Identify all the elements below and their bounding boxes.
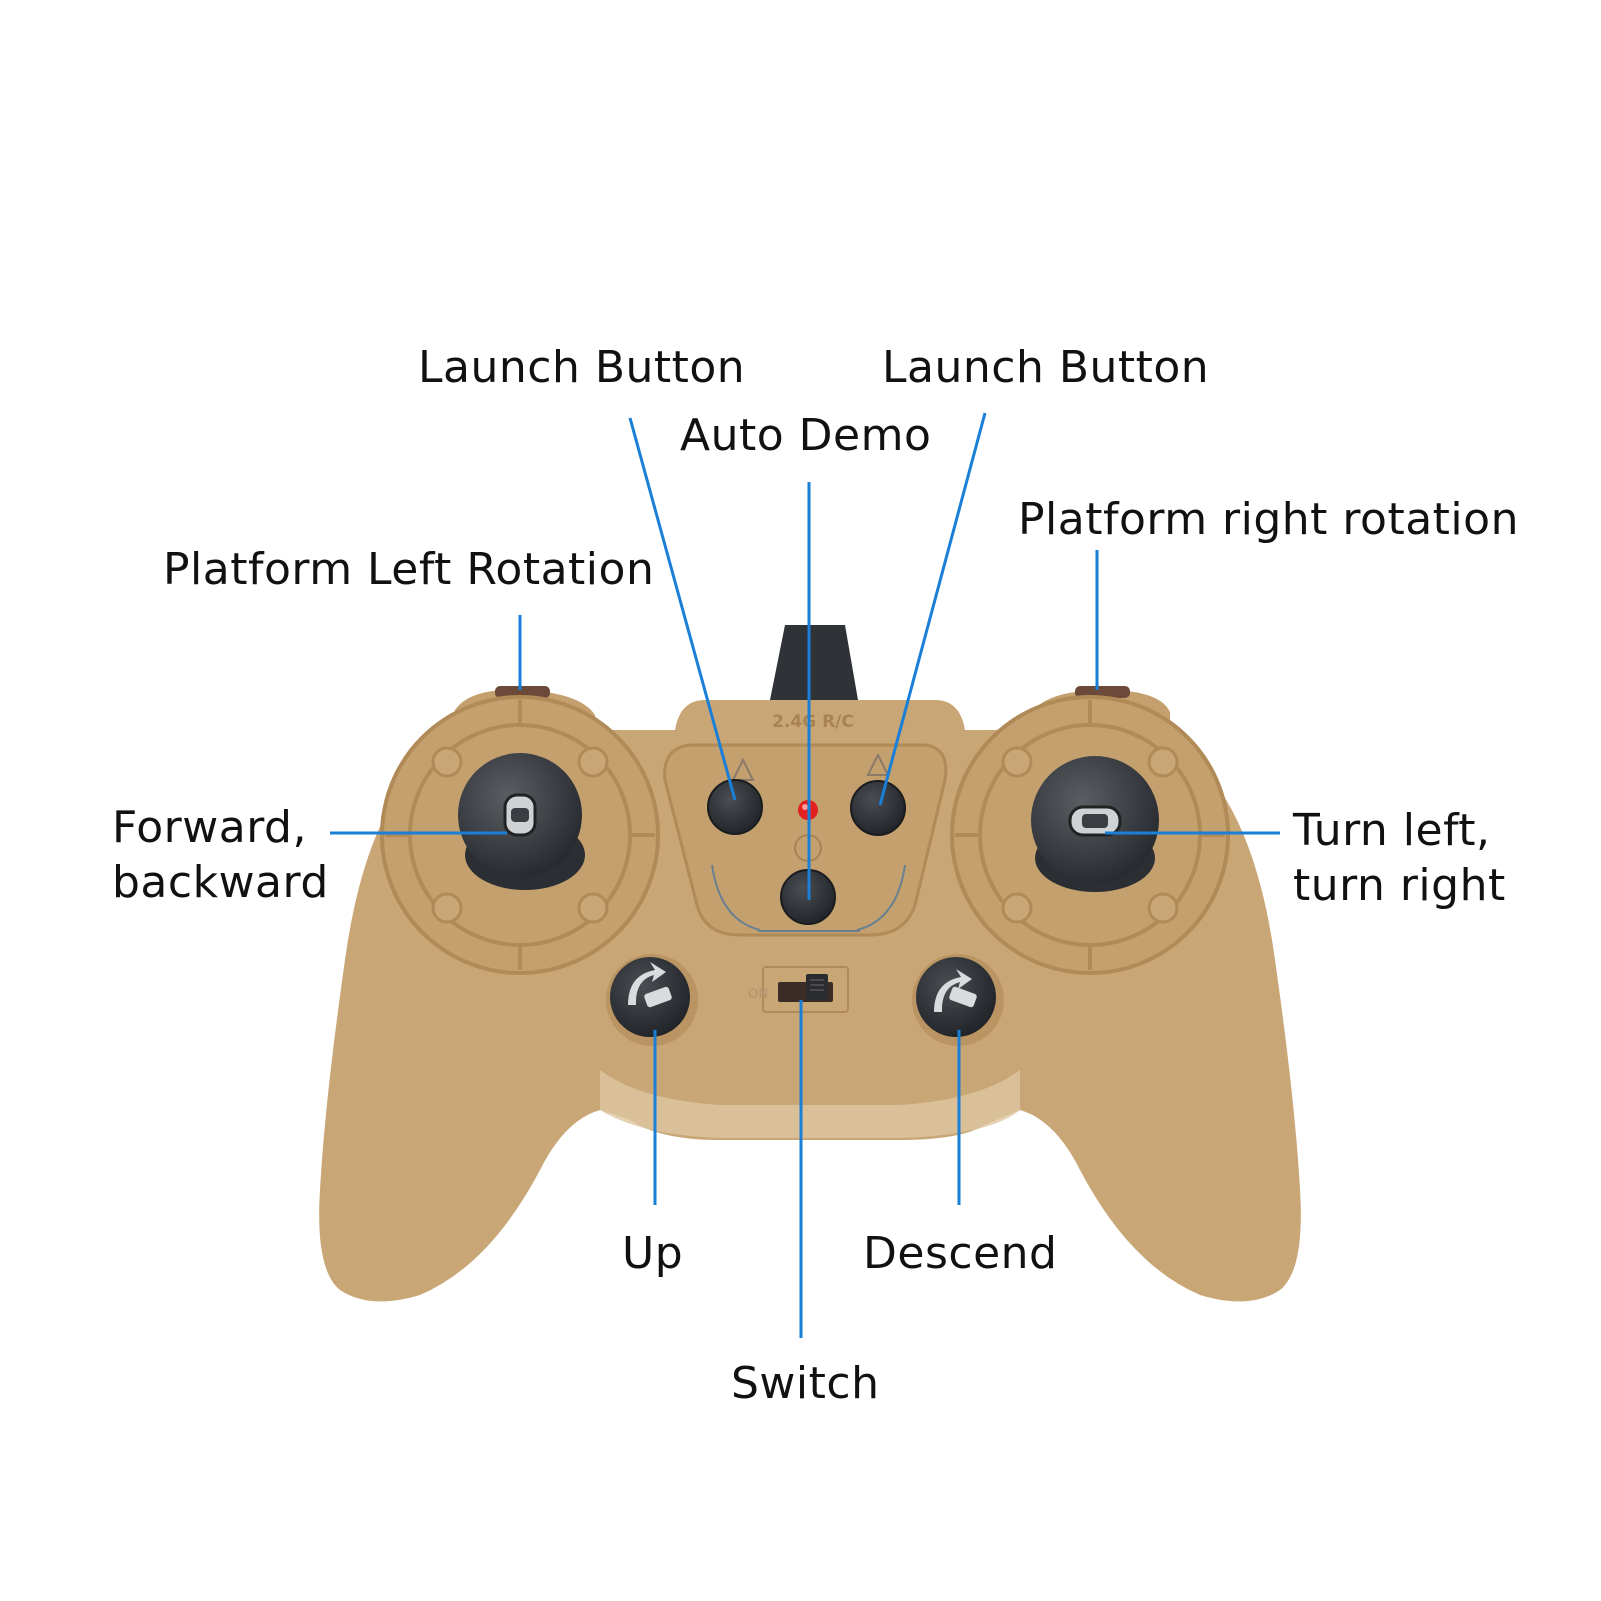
switch-on-marking: ON (748, 987, 768, 1002)
turn-label: Turn left, turn right (1293, 803, 1506, 913)
launch-left-label: Launch Button (418, 342, 746, 393)
power-switch: ON (748, 966, 849, 1013)
forward-backward-line1: Forward, (112, 802, 307, 853)
forward-backward-line2: backward (112, 857, 329, 908)
auto-demo-label: Auto Demo (680, 410, 932, 461)
turn-line1: Turn left, (1293, 805, 1491, 856)
descend-button (912, 954, 1004, 1046)
leader-launch-right (878, 412, 987, 806)
descend-label: Descend (863, 1228, 1058, 1279)
turn-line2: turn right (1293, 860, 1506, 911)
leader-lines (330, 412, 1280, 1338)
up-label: Up (622, 1228, 684, 1279)
rotate-launcher-down-icon (934, 969, 972, 1012)
left-analog-stick-icon (458, 753, 585, 890)
launch-right-button (850, 780, 906, 836)
forward-backward-label: Forward, backward (112, 800, 329, 910)
launch-left-button (707, 779, 763, 835)
right-shoulder-tip (1075, 686, 1130, 698)
launch-right-label: Launch Button (882, 342, 1210, 393)
platform-left-rotation-label: Platform Left Rotation (163, 544, 655, 595)
leader-launch-left (628, 417, 737, 801)
platform-right-rotation-label: Platform right rotation (1018, 494, 1519, 545)
left-shoulder-tip (495, 686, 550, 698)
frequency-marking: 2.4G R/C (772, 712, 854, 732)
rotate-launcher-up-icon (628, 962, 666, 1005)
rocket-right-marker-icon (866, 752, 890, 776)
switch-label: Switch (731, 1358, 880, 1409)
rocket-left-marker-icon (731, 757, 755, 781)
up-button (606, 954, 698, 1046)
antenna (770, 625, 858, 700)
right-analog-stick-icon (1031, 756, 1159, 892)
